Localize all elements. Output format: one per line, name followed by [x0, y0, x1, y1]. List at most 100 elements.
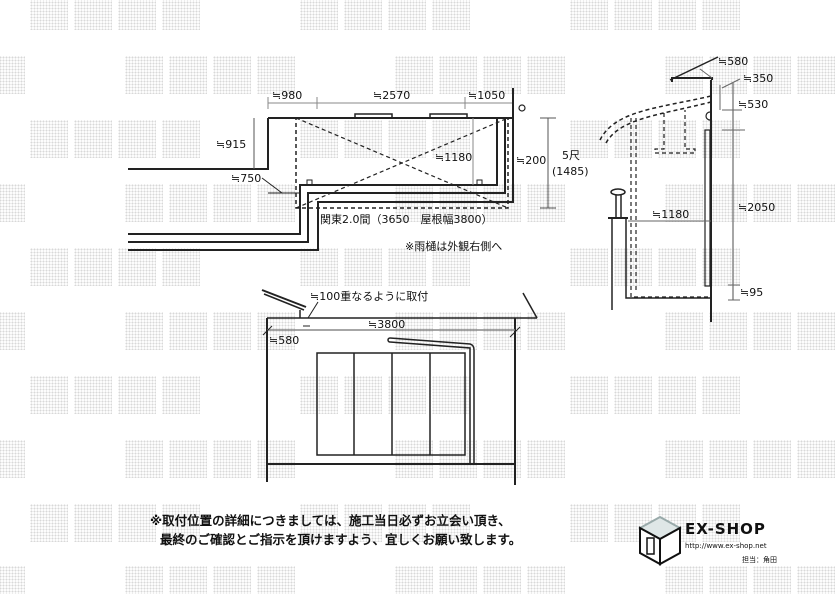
- plan-view: [128, 88, 556, 251]
- footer-note-line1: ※取付位置の詳細につきましては、施工当日必ずお立会い頂き、: [150, 513, 511, 528]
- watermark-glyph-icon: [432, 248, 470, 286]
- front-dim-580: ≒580: [269, 334, 299, 347]
- dim-1050: ≒1050: [468, 89, 505, 102]
- side-dim-2050: ≒2050: [738, 201, 775, 214]
- brand-name: EX-SHOP: [685, 520, 766, 538]
- footer-note-line2: 最終のご確認とご指示を頂けますよう、宜しくお願い致します。: [160, 532, 522, 547]
- dim-1180: ≒1180: [435, 151, 472, 164]
- watermark-glyph-icon: [344, 248, 382, 286]
- watermark-glyph-icon: [702, 504, 740, 542]
- watermark-glyph-icon: [432, 504, 470, 542]
- watermark-glyph-icon: [74, 504, 112, 542]
- watermark-glyph-icon: [665, 56, 703, 94]
- watermark-glyph-icon: [395, 56, 433, 94]
- watermark-glyph-icon: [395, 566, 433, 594]
- watermark-glyph-icon: [300, 120, 338, 158]
- watermark-glyph-icon: [125, 184, 163, 222]
- watermark-glyph-icon: [300, 0, 338, 30]
- watermark-glyph-icon: [213, 312, 251, 350]
- watermark-glyph-icon: [797, 184, 835, 222]
- front-dim-overlap: ≒100重なるように取付: [310, 289, 428, 303]
- watermark-glyph-icon: [483, 566, 521, 594]
- watermark-icon: [0, 440, 25, 478]
- watermark-glyph-icon: [753, 440, 791, 478]
- watermark-icon: [300, 504, 470, 542]
- watermark-glyph-icon: [614, 248, 652, 286]
- watermark-glyph-icon: [709, 440, 747, 478]
- watermark-glyph-icon: [300, 248, 338, 286]
- watermark-glyph-icon: [300, 376, 338, 414]
- watermark-glyph-icon: [30, 120, 68, 158]
- watermark-icon: [665, 440, 835, 478]
- watermark-icon: [30, 120, 200, 158]
- watermark-glyph-icon: [118, 376, 156, 414]
- watermark-glyph-icon: [709, 184, 747, 222]
- watermark-icon: [395, 566, 565, 594]
- watermark-glyph-icon: [30, 504, 68, 542]
- watermark-glyph-icon: [213, 566, 251, 594]
- watermark-glyph-icon: [118, 248, 156, 286]
- watermark-glyph-icon: [614, 0, 652, 30]
- watermark-icon: [300, 120, 470, 158]
- watermark-glyph-icon: [118, 120, 156, 158]
- watermark-icon: [125, 566, 295, 594]
- watermark-glyph-icon: [570, 120, 608, 158]
- watermark-glyph-icon: [388, 376, 426, 414]
- watermark-glyph-icon: [74, 120, 112, 158]
- watermark-glyph-icon: [213, 184, 251, 222]
- watermark-glyph-icon: [74, 0, 112, 30]
- dim-5shaku: 5尺: [562, 149, 580, 162]
- watermark-glyph-icon: [169, 312, 207, 350]
- watermark-glyph-icon: [527, 440, 565, 478]
- watermark-glyph-icon: [125, 312, 163, 350]
- watermark-glyph-icon: [709, 566, 747, 594]
- watermark-icon: [0, 312, 25, 350]
- watermark-glyph-icon: [125, 440, 163, 478]
- watermark-glyph-icon: [665, 440, 703, 478]
- watermark-glyph-icon: [300, 504, 338, 542]
- watermark-glyph-icon: [439, 566, 477, 594]
- watermark-icon: [395, 56, 565, 94]
- watermark-icon: [665, 56, 835, 94]
- watermark-glyph-icon: [169, 56, 207, 94]
- watermark-glyph-icon: [125, 56, 163, 94]
- watermark-icon: [0, 56, 25, 94]
- watermark-glyph-icon: [30, 248, 68, 286]
- watermark-glyph-icon: [118, 0, 156, 30]
- watermark-glyph-icon: [658, 120, 696, 158]
- watermark-glyph-icon: [169, 566, 207, 594]
- watermark-glyph-icon: [527, 56, 565, 94]
- watermark-glyph-icon: [753, 56, 791, 94]
- watermark-glyph-icon: [0, 312, 25, 350]
- watermark-icon: [30, 376, 200, 414]
- watermark-glyph-icon: [162, 0, 200, 30]
- watermark-glyph-icon: [213, 440, 251, 478]
- side-dim-1180: ≒1180: [652, 208, 689, 221]
- watermark-glyph-icon: [162, 504, 200, 542]
- watermark-glyph-icon: [797, 312, 835, 350]
- side-dim-350: ≒350: [743, 72, 773, 85]
- watermark-glyph-icon: [213, 56, 251, 94]
- watermark-glyph-icon: [665, 184, 703, 222]
- watermark-icon: [665, 312, 835, 350]
- watermark-glyph-icon: [257, 440, 295, 478]
- watermark-icon: [125, 56, 295, 94]
- watermark-glyph-icon: [74, 376, 112, 414]
- watermark-glyph-icon: [709, 312, 747, 350]
- watermark-glyph-icon: [483, 56, 521, 94]
- watermark-glyph-icon: [257, 184, 295, 222]
- watermark-glyph-icon: [665, 312, 703, 350]
- dim-915: ≒915: [216, 138, 246, 151]
- watermark-icon: [125, 440, 295, 478]
- watermark-glyph-icon: [797, 56, 835, 94]
- watermark-glyph-icon: [753, 184, 791, 222]
- watermark-glyph-icon: [665, 566, 703, 594]
- watermark-glyph-icon: [125, 566, 163, 594]
- dim-1485: (1485): [552, 165, 589, 178]
- side-dim-530: ≒530: [738, 98, 768, 111]
- brand-url: http://www.ex-shop.net: [685, 542, 767, 550]
- watermark-glyph-icon: [432, 120, 470, 158]
- watermark-glyph-icon: [162, 248, 200, 286]
- watermark-glyph-icon: [614, 376, 652, 414]
- watermark-glyph-icon: [0, 566, 25, 594]
